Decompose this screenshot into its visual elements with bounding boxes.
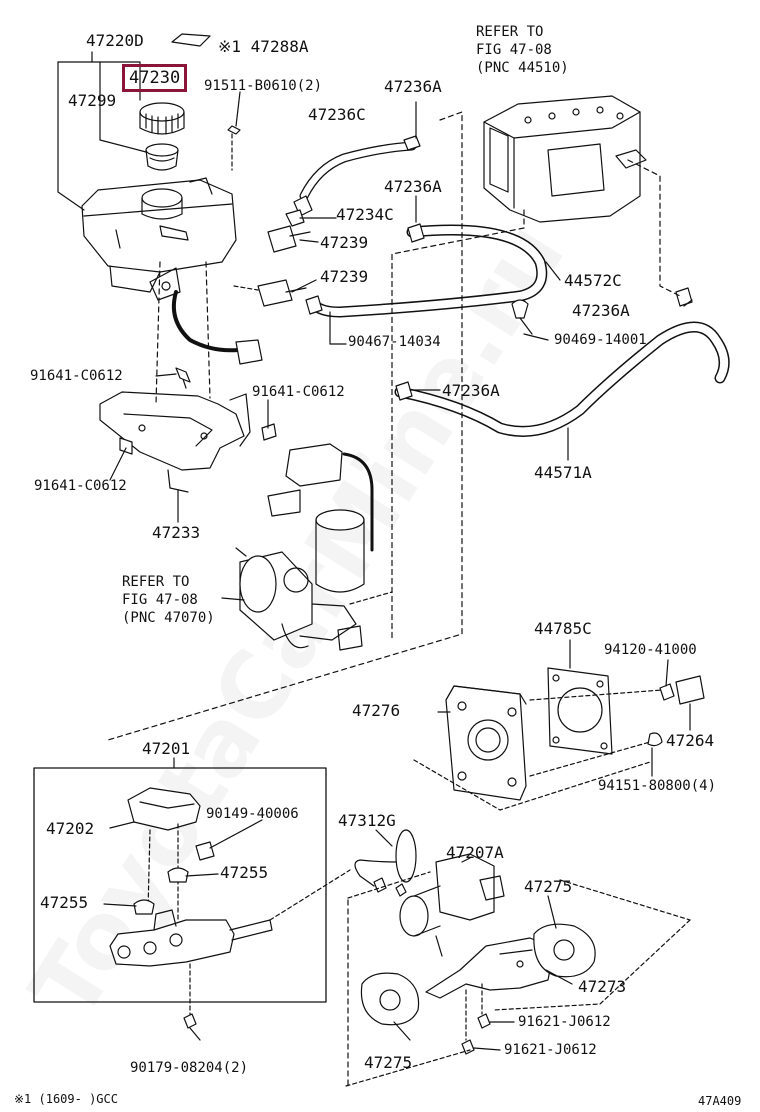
callout-90467-14034: 90467-14034 <box>348 334 441 350</box>
callout-44572c: 44572C <box>564 271 622 290</box>
refer-note-line-2: FIG 47-08 <box>476 42 552 58</box>
callout-47255-left: 47255 <box>40 893 89 912</box>
bracket-drawing <box>99 391 251 493</box>
refer-note-2-line-1: REFER TO <box>122 574 190 590</box>
callout-47220d: 47220D <box>86 31 144 50</box>
gasket-44785c-drawing <box>547 667 613 755</box>
callout-47236c: 47236C <box>308 105 366 124</box>
callout-90179-08204: 90179-08204(2) <box>130 1060 249 1076</box>
callout-47264: 47264 <box>666 731 715 750</box>
callout-91641-c0612-bottom: 91641-C0612 <box>34 478 127 494</box>
callout-47236a-top: 47236A <box>384 77 442 96</box>
callout-47202: 47202 <box>46 819 95 838</box>
refer-note-line-3: (PNC 44510) <box>476 60 569 76</box>
gasket-47275-right-drawing <box>533 923 596 978</box>
callout-47233: 47233 <box>152 523 201 542</box>
callout-47276: 47276 <box>352 701 401 720</box>
callout-91621-j0612-lower: 91621-J0612 <box>504 1042 597 1058</box>
callout-47230-highlighted: 47230 <box>122 64 188 92</box>
callout-47288a: ※1 47288A <box>218 37 309 56</box>
callout-47239-upper: 47239 <box>320 233 369 252</box>
callout-91641-c0612-left: 91641-C0612 <box>30 368 123 384</box>
gasket-plate-drawing <box>445 685 527 801</box>
callout-90149-40006: 90149-40006 <box>206 806 299 822</box>
refer-note-line-1: REFER TO <box>476 24 544 40</box>
valve-drawing <box>399 853 505 957</box>
callout-47201: 47201 <box>142 739 191 758</box>
callout-91511-b0610: 91511-B0610(2) <box>204 78 323 94</box>
pump-motor-drawing <box>235 443 393 651</box>
reservoir-tank-drawing <box>81 177 237 301</box>
callout-47207a: 47207A <box>446 843 504 862</box>
footnote: ※1 (1609- )GCC <box>14 1092 118 1106</box>
callout-44571a: 44571A <box>534 463 592 482</box>
refer-note-2-line-3: (PNC 47070) <box>122 610 215 626</box>
figure-code: 47A409 <box>698 1094 742 1108</box>
callout-47236a-2: 47236A <box>384 177 442 196</box>
callout-47236a-3: 47236A <box>572 301 630 320</box>
callout-47234c: 47234C <box>336 205 394 224</box>
callout-47312g: 47312G <box>338 811 396 830</box>
callout-91641-c0612-right: 91641-C0612 <box>252 384 345 400</box>
callout-94120-41000: 94120-41000 <box>604 642 697 658</box>
callout-47299: 47299 <box>68 91 117 110</box>
master-cylinder-drawing <box>109 787 273 967</box>
callout-47273: 47273 <box>578 977 627 996</box>
callout-47236a-4: 47236A <box>442 381 500 400</box>
callout-94151-80800: 94151-80800(4) <box>598 778 717 794</box>
gasket-47275-left-drawing <box>360 972 420 1026</box>
callout-90469-14001: 90469-14001 <box>554 332 647 348</box>
refer-note-2-line-2: FIG 47-08 <box>122 592 198 608</box>
callout-91621-j0612-upper: 91621-J0612 <box>518 1014 611 1030</box>
callout-47239-lower: 47239 <box>320 267 369 286</box>
strainer-drawing <box>145 143 179 171</box>
callout-44785c: 44785C <box>534 619 592 638</box>
abs-actuator-drawing <box>483 95 647 223</box>
callout-47275-left: 47275 <box>364 1053 413 1072</box>
callout-47255-right: 47255 <box>220 863 269 882</box>
callout-47275-right: 47275 <box>524 877 573 896</box>
reservoir-cap-drawing <box>139 102 185 135</box>
